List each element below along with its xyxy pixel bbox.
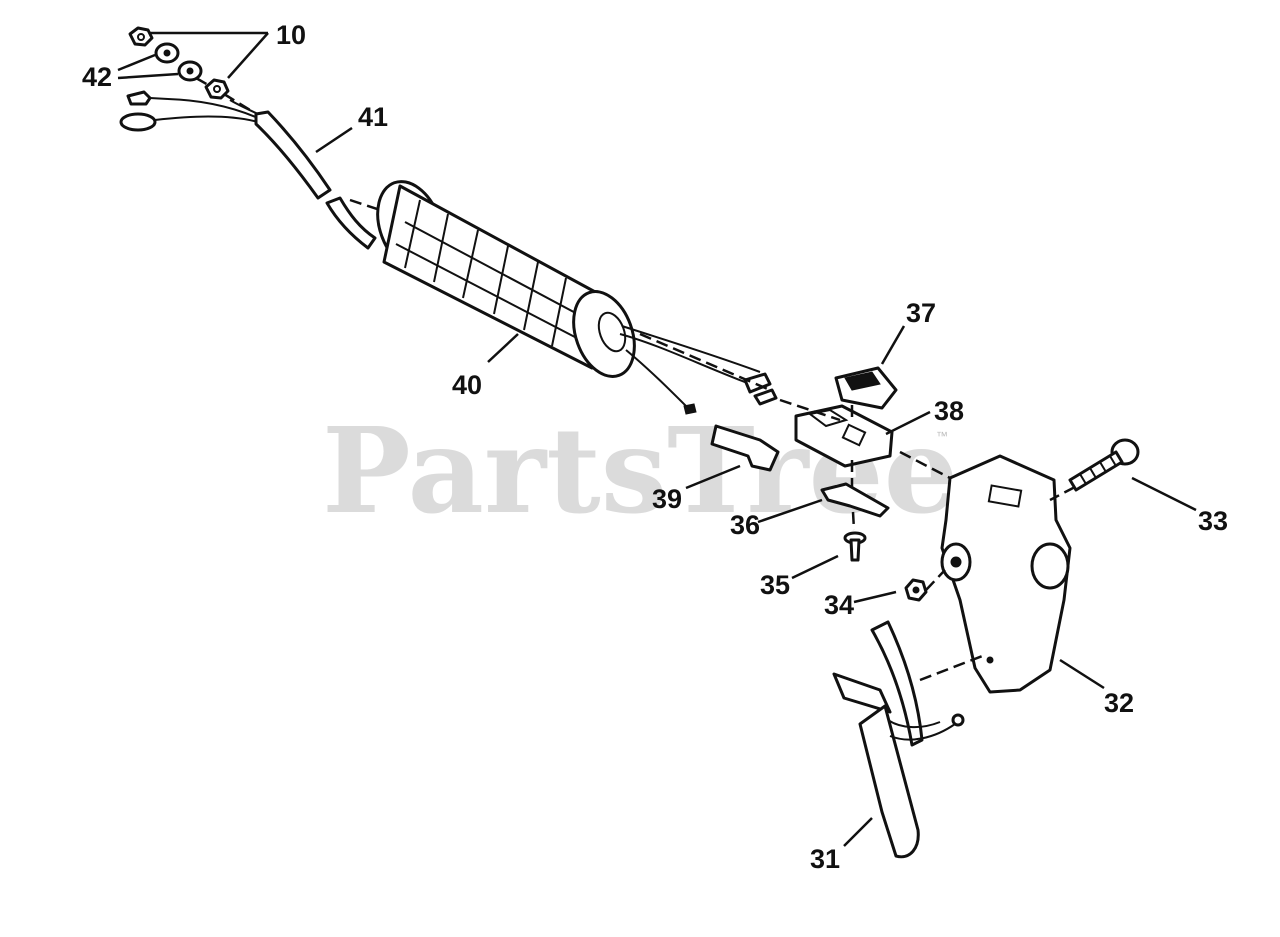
callout-37: 37 [906,298,936,328]
callout-34: 34 [824,590,854,620]
part-36-contact-plate[interactable] [820,482,890,518]
part-34-nut[interactable] [904,578,928,602]
callout-33: 33 [1198,506,1228,536]
part-42-washer-2[interactable] [177,60,203,82]
callout-31: 31 [810,844,840,874]
callout-10: 10 [276,20,306,50]
part-37-switch-button[interactable] [834,366,898,410]
callout-36: 36 [730,510,760,540]
part-31-throttle-lever[interactable] [832,620,965,859]
part-42-washer-1[interactable] [154,42,180,64]
watermark-trademark: ™ [936,429,948,443]
part-38-switch-housing[interactable] [794,404,894,468]
callout-32: 32 [1104,688,1134,718]
callout-35: 35 [760,570,790,600]
part-35-screw[interactable] [843,531,867,562]
leader-lines [117,31,1197,847]
callout-42: 42 [82,62,112,92]
callout-39: 39 [652,484,682,514]
part-39-switch-lever[interactable] [710,424,780,472]
callout-41: 41 [358,102,388,132]
part-33-screw[interactable] [1068,438,1140,492]
callout-38: 38 [934,396,964,426]
part-32-handle-bracket[interactable] [940,454,1072,694]
part-41-wire-harness[interactable] [119,90,377,250]
part-10-nut-bottom[interactable] [204,78,230,100]
part-10-nut-top[interactable] [128,26,154,47]
callout-40: 40 [452,370,482,400]
part-40-handgrip[interactable] [366,173,645,385]
